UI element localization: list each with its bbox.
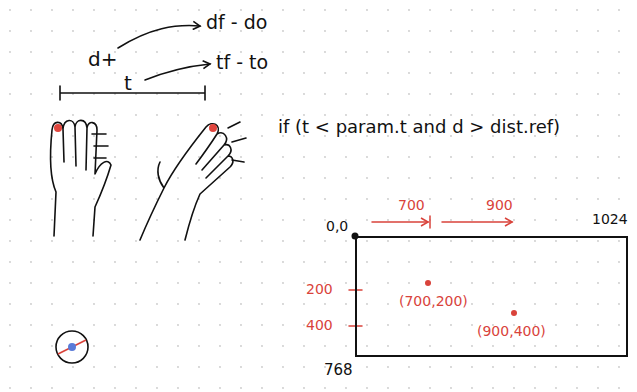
point-label: (700,200): [399, 294, 468, 309]
time-bracket: [60, 86, 205, 100]
hand: [140, 124, 233, 240]
axis-arrow: [442, 221, 512, 223]
point-label: (900,400): [477, 324, 546, 339]
hand: [51, 120, 111, 236]
arrow: [118, 26, 200, 48]
coordinate-label: 768: [324, 362, 353, 379]
arrow: [145, 64, 210, 80]
point: [511, 310, 517, 316]
point: [425, 280, 431, 286]
tick: [429, 216, 431, 228]
time-symbol: t: [124, 72, 132, 94]
axis-value: 700: [398, 198, 425, 213]
coordinate-label: 1024: [592, 212, 628, 227]
axis-value: 200: [306, 282, 333, 297]
axis-arrow: [372, 221, 428, 223]
red-stroke: [58, 340, 86, 354]
motion-lines: [228, 122, 246, 162]
axis-value: 900: [486, 198, 513, 213]
axis-value: 400: [306, 318, 333, 333]
fingertip-dot: [54, 124, 62, 132]
formula: df - do: [206, 12, 267, 33]
distance-symbol: d+: [88, 48, 117, 70]
screen-box: (700,200) (900,400): [355, 236, 628, 357]
fingertip-dot: [209, 124, 217, 132]
condition-note: if (t < param.t and d > dist.ref): [278, 117, 560, 137]
formula: tf - to: [216, 52, 268, 73]
circle-icon: [56, 331, 88, 363]
motion-lines: [92, 134, 108, 158]
coordinate-label: 0,0: [326, 219, 348, 234]
blue-dot: [68, 343, 76, 351]
